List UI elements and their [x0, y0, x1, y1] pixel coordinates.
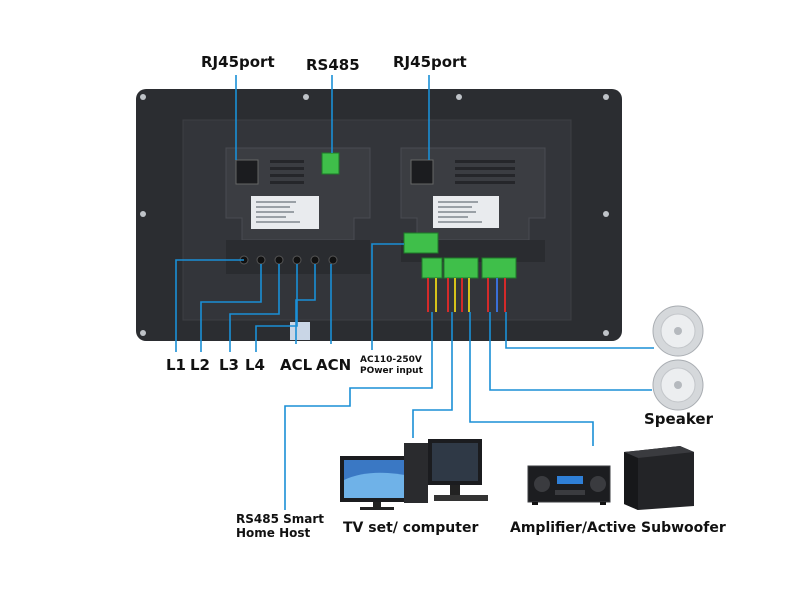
rs485-label: RS485	[306, 56, 360, 74]
left-screw-terminals	[239, 255, 338, 265]
rj45-left-label: RJ45port	[201, 53, 275, 71]
tv-computer-label: TV set/ computer	[343, 520, 479, 536]
speaker-label: Speaker	[644, 410, 713, 428]
colored-leads	[427, 278, 506, 312]
host-label-line1: RS485 Smart	[236, 512, 325, 526]
panel-screws	[140, 94, 609, 336]
green-terminal-1	[421, 257, 443, 279]
computer	[404, 439, 488, 503]
subwoofer	[624, 446, 694, 510]
l2-label: L2	[190, 356, 210, 374]
tv-set	[340, 456, 414, 510]
rs485-host-label: RS485 Smart Home Host	[236, 512, 324, 540]
green-terminal-2	[443, 257, 479, 279]
acn-label: ACN	[316, 356, 352, 374]
l3-label: L3	[219, 356, 239, 374]
blue-wires	[175, 75, 654, 510]
acl-label: ACL	[280, 356, 313, 374]
right-spec-lines	[438, 201, 482, 223]
power-connector	[403, 232, 439, 254]
left-rj45-socket	[235, 159, 259, 185]
power-label-line1: AC110-250V	[360, 355, 422, 365]
left-vent	[270, 160, 304, 184]
amplifier-subwoofer-label: Amplifier/Active Subwoofer	[510, 520, 726, 536]
rj45-right-label: RJ45port	[393, 53, 467, 71]
speaker-top	[652, 305, 704, 357]
power-label-line2: POwer input	[360, 366, 423, 376]
l4-label: L4	[245, 356, 265, 374]
power-input-label: AC110-250V POwer input	[360, 355, 423, 377]
left-spec-lines	[256, 201, 300, 223]
green-terminal-3	[481, 257, 517, 279]
rs485-terminal	[321, 152, 340, 175]
host-label-line2: Home Host	[236, 526, 311, 540]
speaker-bottom	[652, 359, 704, 411]
small-sticker	[290, 322, 310, 340]
right-vent	[455, 160, 515, 184]
amplifier	[527, 465, 611, 505]
right-rj45-socket	[410, 159, 434, 185]
l1-label: L1	[166, 356, 186, 374]
